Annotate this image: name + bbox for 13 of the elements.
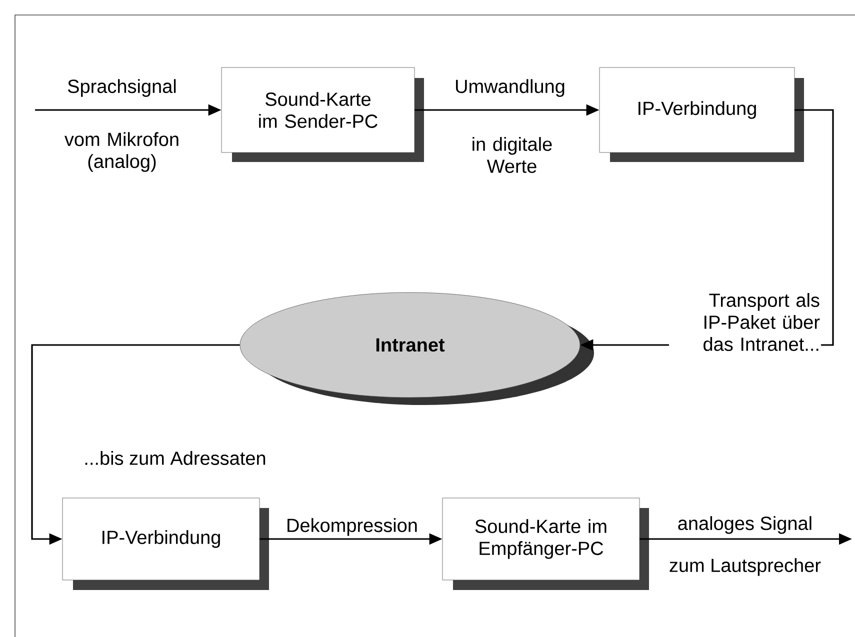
process-box: Sound-Karte im Sender-PC — [221, 67, 424, 162]
signal-label: zum Lautsprecher — [670, 558, 821, 576]
edge-label: Sprachsignal — [66, 78, 178, 98]
edge-label: ...bis zum Adressaten — [82, 450, 268, 466]
edge-label: Dekompression — [285, 517, 419, 537]
process-box: IP-Verbindung — [62, 498, 269, 590]
process-box: IP-Verbindung — [599, 67, 804, 162]
edge-label: Umwandlung — [454, 78, 566, 98]
edge-label: Transport als IP-Paket über das Intranet... — [669, 292, 821, 352]
signal-label: vom Mikrofon (analog) — [64, 132, 178, 172]
edge-label: analoges Signal — [676, 515, 814, 535]
signal-label: in digitale Werte — [472, 137, 552, 173]
process-box: Sound-Karte im Empfänger-PC — [442, 498, 649, 590]
